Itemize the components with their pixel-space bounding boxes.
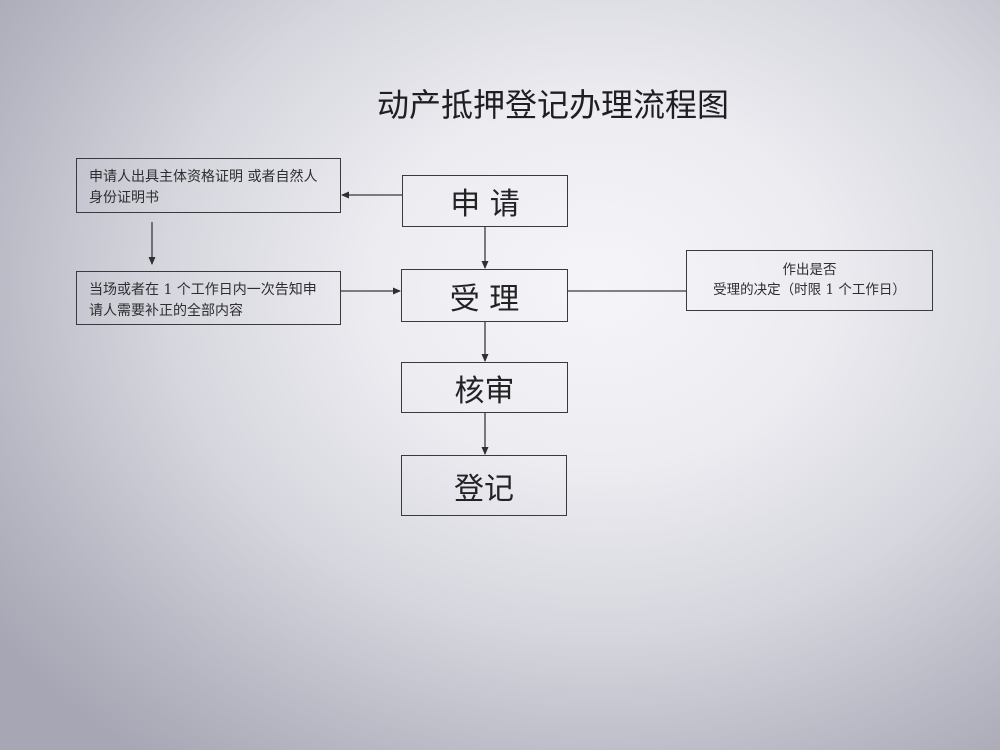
flowchart-title: 动产抵押登记办理流程图 [376, 86, 730, 124]
step-apply-box: 申 请 [402, 175, 568, 227]
supplement-note-line: 请人需要补正的全部内容 [89, 303, 243, 319]
decision-note-line: 受理的决定（时限 1 个工作日） [713, 282, 906, 298]
step-register-label: 登记 [454, 471, 514, 507]
identity-note-line: 申请人出具主体资格证明 或者自然人 [89, 169, 318, 185]
step-accept-box: 受 理 [401, 269, 568, 322]
step-review-label: 核审 [454, 373, 515, 409]
step-accept-label: 受 理 [449, 281, 520, 317]
supplement-notice-note: 当场或者在 1 个工作日内一次告知申 请人需要补正的全部内容 [76, 271, 341, 325]
identity-note-line: 身份证明书 [89, 190, 159, 206]
step-apply-label: 申 请 [450, 187, 520, 222]
identity-proof-note: 申请人出具主体资格证明 或者自然人 身份证明书 [76, 158, 341, 213]
decision-note-line: 作出是否 [782, 262, 837, 278]
step-register-box: 登记 [401, 455, 567, 516]
acceptance-decision-note: 作出是否 受理的决定（时限 1 个工作日） [686, 250, 933, 311]
step-review-box: 核审 [401, 362, 568, 413]
supplement-note-line: 当场或者在 1 个工作日内一次告知申 [89, 282, 317, 298]
